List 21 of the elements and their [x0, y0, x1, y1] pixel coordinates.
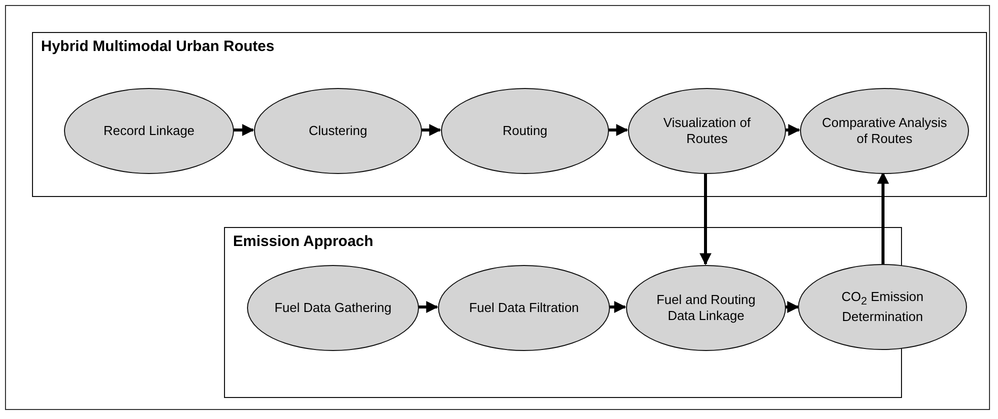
arrow	[418, 301, 438, 313]
arrow	[785, 124, 800, 136]
process-label: Routing	[502, 122, 548, 140]
group-title: Emission Approach	[233, 233, 374, 250]
group-box	[32, 32, 987, 197]
process-label: Record Linkage	[102, 122, 196, 140]
process-label: Fuel and Routing Data Linkage	[655, 292, 756, 324]
arrow	[609, 301, 626, 313]
process-label: Fuel Data Filtration	[468, 300, 580, 316]
arrow	[421, 124, 442, 136]
process-label: Fuel Data Gathering	[273, 300, 393, 316]
process-label: CO$_{2}$ Emission Determination	[840, 288, 924, 326]
arrow	[877, 172, 889, 264]
group-title: Hybrid Multimodal Urban Routes	[41, 38, 274, 55]
process-label: Comparative Analysis of Routes	[821, 114, 948, 148]
arrow	[785, 301, 800, 313]
process-label: Clustering	[308, 122, 368, 140]
process-label: Visualization of Routes	[662, 114, 752, 148]
arrow	[233, 124, 254, 136]
arrow	[608, 124, 628, 136]
arrow	[700, 173, 712, 266]
